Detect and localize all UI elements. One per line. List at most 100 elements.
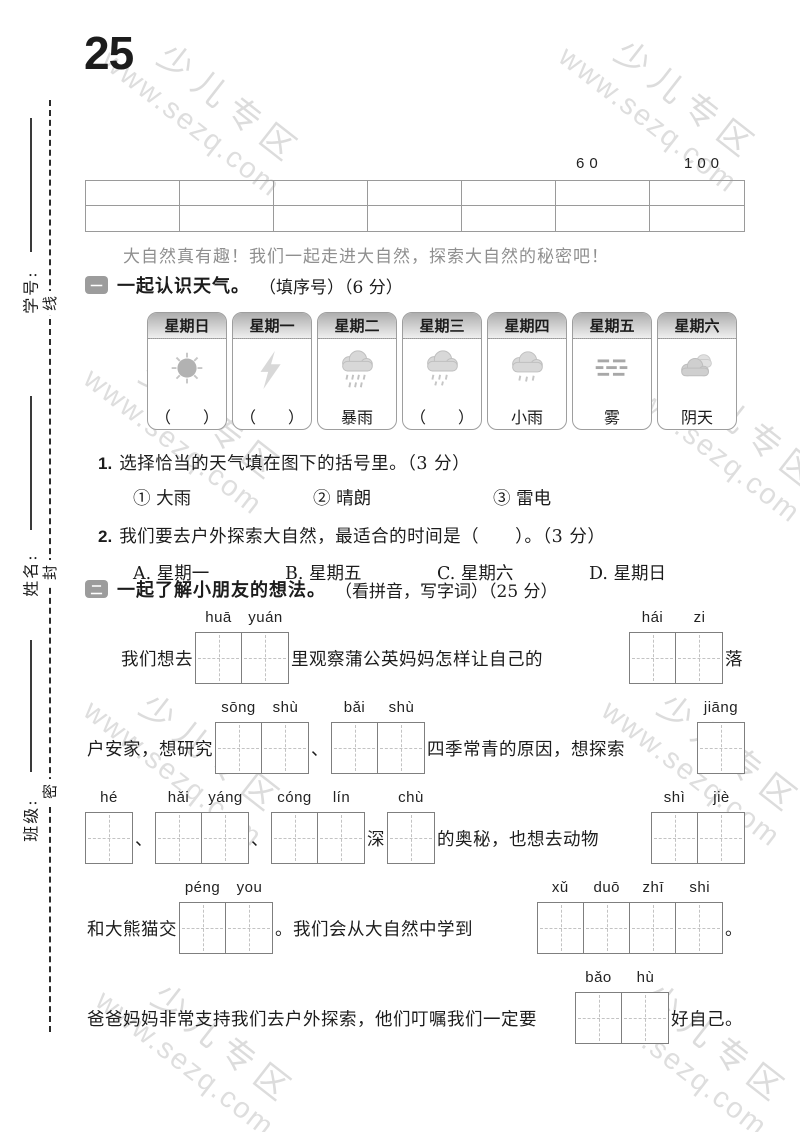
pinyin-syllable: shi [689,879,711,896]
writing-cell [272,813,318,863]
writing-cell [676,903,722,953]
pinyin-label: bǎi shù [331,699,425,716]
writing-cell [630,903,676,953]
writing-box-group: péng you [179,879,273,954]
writing-cell [202,813,248,863]
text-segment: 深 [367,829,385,850]
watermark-brand: 少儿专区 [607,33,767,170]
pinyin-label: hé [85,789,133,806]
text-segment: 。我们会从大自然中学到 [275,919,473,940]
overcast-icon [658,339,736,402]
seal-char-mi: 密 [40,779,60,803]
writing-box-group: shì jiè [651,789,745,864]
rainstorm-icon [318,339,396,402]
exercise-row: hé 、 hǎi yáng 、 cóng lín 深 [85,789,745,864]
section-title: 一起认识天气。 [117,276,250,296]
question-number: 1. [98,454,113,473]
score-cell [86,206,180,231]
writing-box-group: chù [387,789,435,864]
seal-char-line: 线 [40,291,60,315]
score-cell [556,206,650,231]
writing-cell [216,723,262,773]
exercise-row: 和大熊猫交 péng you 。我们会从大自然中学到 xǔ duō zhī sh… [85,879,745,954]
weather-day-header: 星期日 [148,313,226,339]
score-cell [180,181,274,206]
writing-cell [652,813,698,863]
weather-label: （ ） [409,407,474,427]
writing-box-group: sōng shù [215,699,309,774]
pinyin-label: cóng lín [271,789,365,806]
class-blank-line [30,640,32,772]
pinyin-label: bǎo hù [575,969,669,986]
weather-day-header: 星期四 [488,313,566,339]
question-number: 2. [98,527,113,546]
sun-icon [148,339,226,402]
pinyin-syllable: zi [693,609,706,626]
pinyin-syllable: shù [272,699,299,716]
pinyin-label: jiāng [697,699,745,716]
option-item: A. 星期一 [133,564,210,584]
weather-day-header: 星期六 [658,313,736,339]
writing-cell [180,903,226,953]
writing-cell [538,903,584,953]
score-cell [650,206,744,231]
text-segment: 落 [725,649,743,670]
weather-label: （ ） [239,407,304,427]
writing-cell [622,993,668,1043]
pinyin-syllable: xǔ [551,879,569,896]
score-cell [368,206,462,231]
weather-label: 阴天 [680,407,713,427]
pinyin-syllable: lín [332,789,351,806]
pinyin-syllable: zhī [642,879,664,896]
section-number-icon: 一 [85,276,108,294]
writing-box-group: hái zi [629,609,723,684]
writing-box-group: bǎo hù [575,969,669,1044]
section-two-header: 二 一起了解小朋友的想法。 （看拼音，写字词）（25 分） [85,576,745,602]
writing-cell [262,723,308,773]
section-number-icon: 二 [85,580,108,598]
light-rain-icon [488,339,566,402]
score-cell [368,181,462,206]
weather-card: 星期五 雾 [572,312,652,430]
section-title: 一起了解小朋友的想法。 [117,580,326,600]
seal-char-feng: 封 [40,560,60,584]
section-subtitle: （看拼音，写字词）（25 分） [335,581,558,602]
writing-cell [86,813,132,863]
writing-cell [698,813,744,863]
writing-cell [196,633,242,683]
text-segment: 、 [135,829,153,850]
score-cell [86,181,180,206]
score-table [85,180,745,232]
pinyin-syllable: hǎi [167,789,190,806]
option-item: C. 星期六 [437,564,514,584]
intro-text: 大自然真有趣！我们一起走进大自然，探索大自然的秘密吧！ [123,247,609,266]
question-text: 我们要去户外探索大自然，最适合的时间是（ ）。（3 分） [119,527,606,547]
writing-cell [388,813,434,863]
weather-label: 暴雨 [340,407,373,427]
option-item: ② 晴朗 [313,489,372,509]
score-cell [556,181,650,206]
writing-cell [332,723,378,773]
pinyin-label: hái zi [629,609,723,626]
pinyin-syllable: chù [398,789,424,806]
writing-cell [156,813,202,863]
pinyin-syllable: cóng [277,789,312,806]
writing-box-group: huā yuán [195,609,289,684]
writing-box-group: cóng lín [271,789,365,864]
option-item: ① 大雨 [133,489,192,509]
pinyin-label: xǔ duō zhī shi [537,879,723,896]
pinyin-syllable: shì [663,789,686,806]
writing-cell [318,813,364,863]
option-item: B. 星期五 [285,564,362,584]
score-mark-100: 100 [684,155,725,172]
student-id-blank-line [30,118,32,252]
pinyin-syllable: péng [184,879,221,896]
pinyin-label: sōng shù [215,699,309,716]
question-1: 1. 选择恰当的天气填在图下的括号里。（3 分） [85,450,745,475]
writing-box-group: hǎi yáng [155,789,249,864]
weather-label: 小雨 [510,407,543,427]
writing-cell [576,993,622,1043]
weather-card: 星期三 （ ） [402,312,482,430]
exercise-row: 爸爸妈妈非常支持我们去户外探索，他们叮嘱我们一定要 bǎo hù 好自己。 [85,969,745,1044]
pinyin-label: chù [387,789,435,806]
